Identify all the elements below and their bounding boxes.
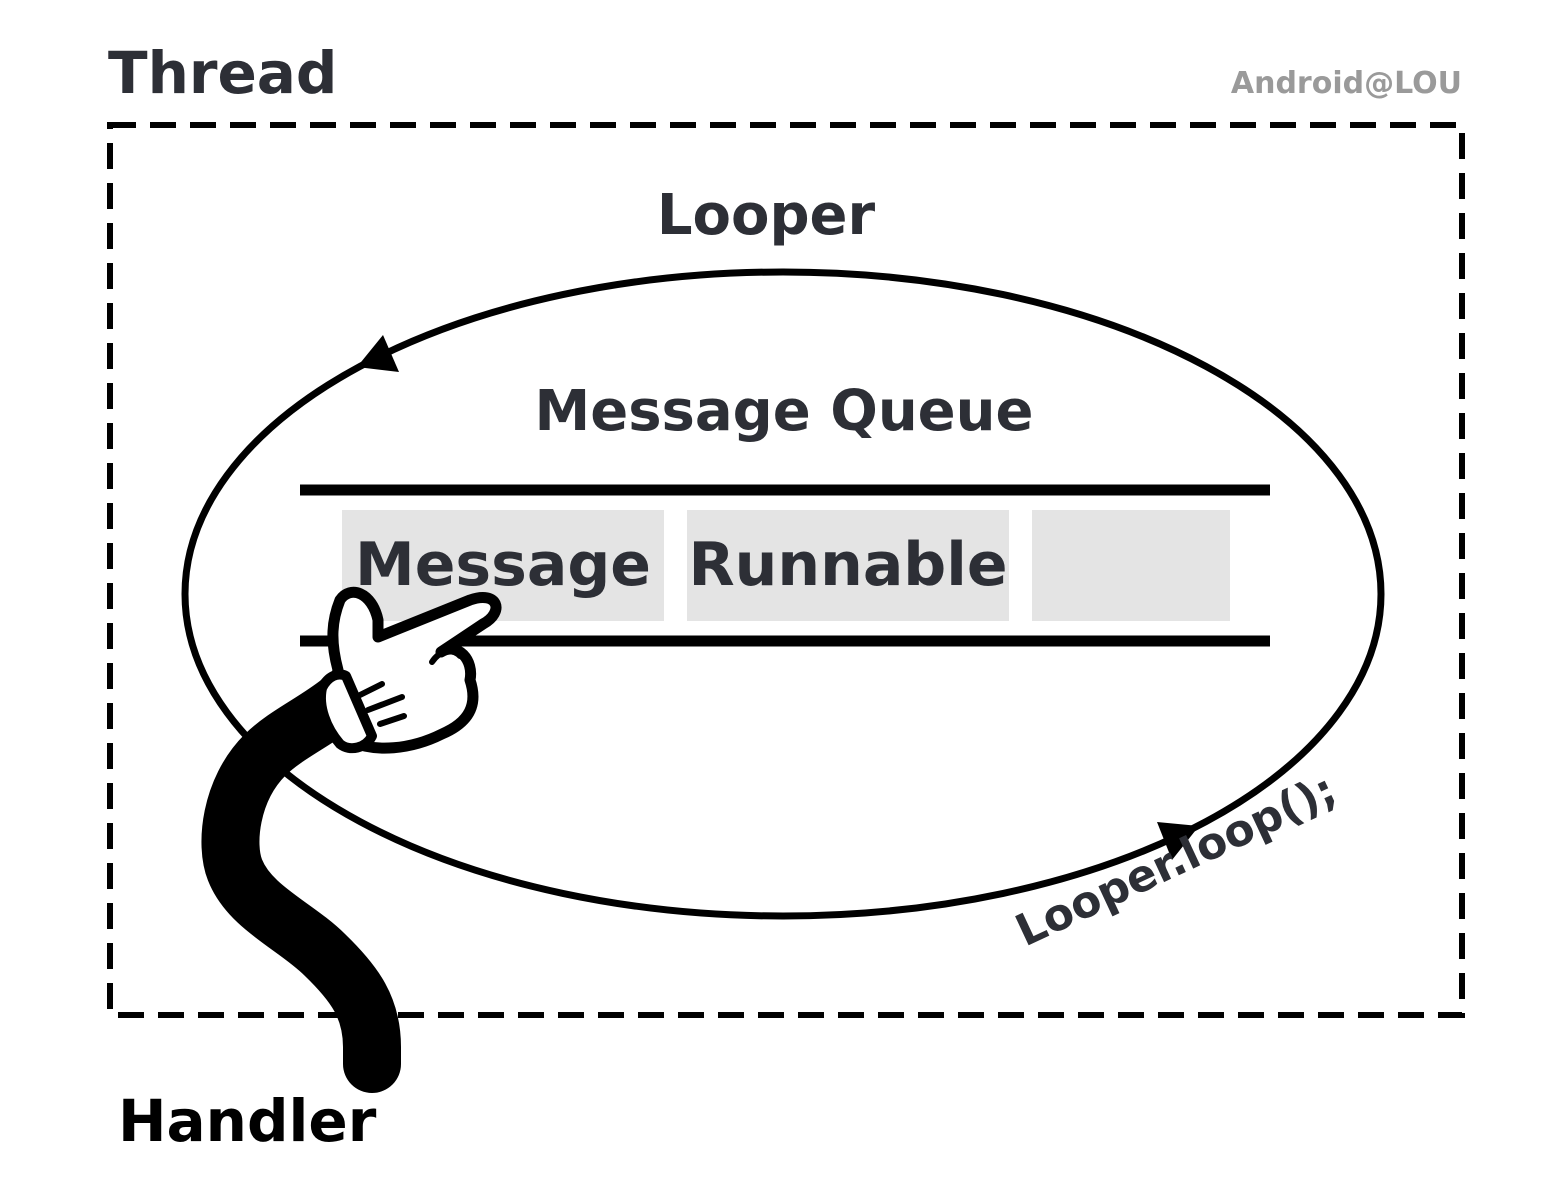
message-queue-label: Message Queue xyxy=(534,379,1033,444)
handler-arm xyxy=(201,673,401,1093)
queue-slot-empty xyxy=(1032,510,1230,621)
looper-loop-call-label: Looper.loop(); xyxy=(1008,764,1344,957)
handler-label: Handler xyxy=(118,1087,377,1155)
queue-item-label: Runnable xyxy=(688,530,1007,600)
watermark-label: Android@LOU xyxy=(1231,66,1462,101)
pointing-hand-icon xyxy=(316,586,502,754)
loop-arrowhead-top xyxy=(357,335,399,372)
loop-arrowhead-bottom xyxy=(1157,822,1199,860)
looper-label: Looper xyxy=(657,183,876,248)
looper-loop xyxy=(181,268,1385,920)
queue-item-label: Message xyxy=(355,530,651,600)
queue-slot-runnable: Runnable xyxy=(687,510,1009,621)
thread-label: Thread xyxy=(108,39,337,107)
queue-slot-message: Message xyxy=(342,510,664,621)
